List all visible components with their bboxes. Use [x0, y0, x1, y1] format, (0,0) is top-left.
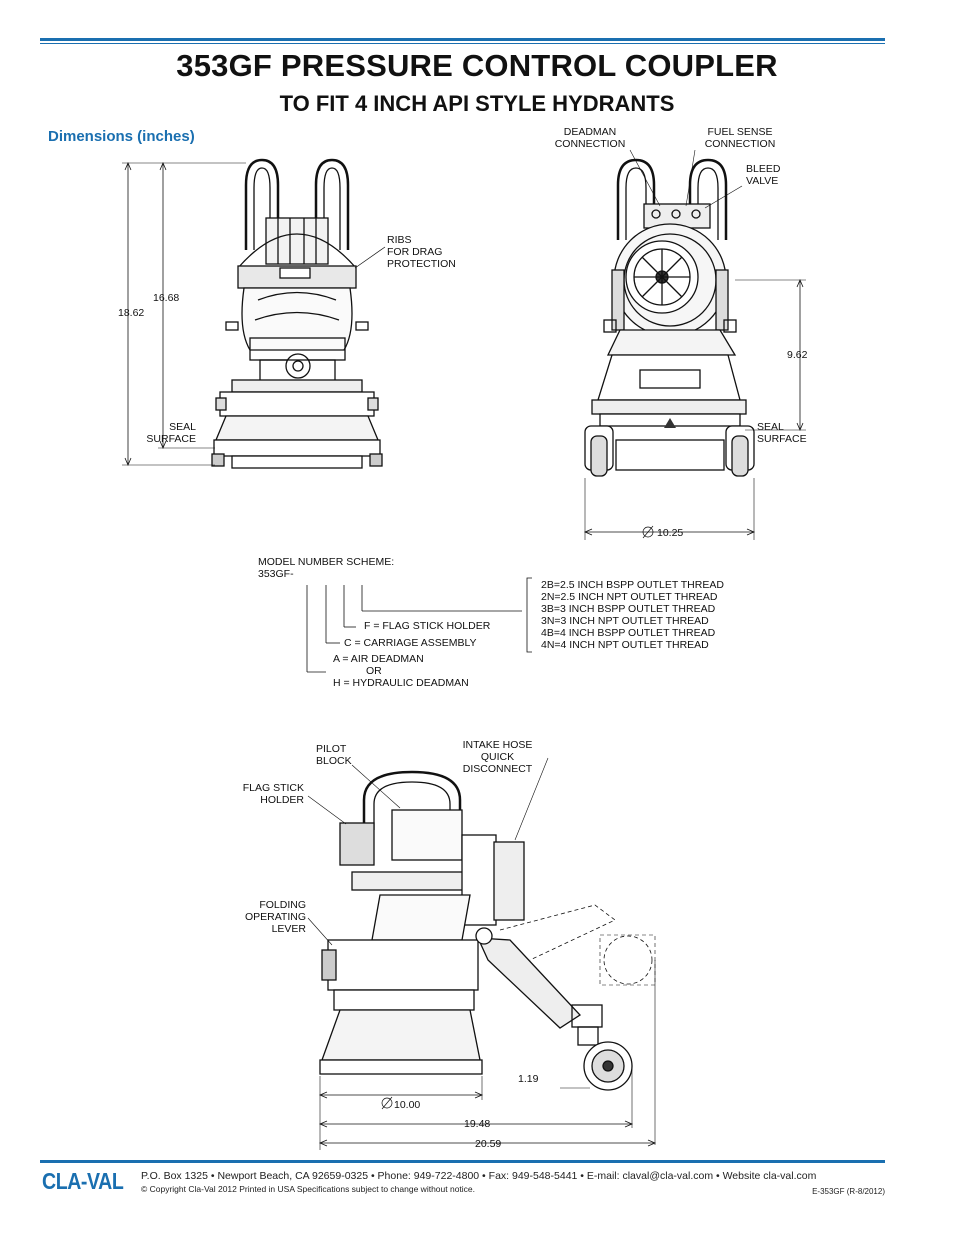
dim-20-59: 20.59 [475, 1138, 502, 1150]
folding-lever-label: FOLDING OPERATING LEVER [244, 899, 306, 935]
contact-line: P.O. Box 1325 • Newport Beach, CA 92659-… [141, 1170, 817, 1182]
ribs-label: RIBS FOR DRAG PROTECTION [387, 234, 456, 270]
model-scheme-lines [306, 577, 532, 673]
top-rule [40, 38, 885, 41]
copyright-line: © Copyright Cla-Val 2012 Printed in USA … [141, 1184, 476, 1194]
option-a: A = AIR DEADMAN [333, 653, 424, 665]
option-c: C = CARRIAGE ASSEMBLY [344, 637, 477, 649]
page-title: 353GF PRESSURE CONTROL COUPLER [176, 48, 778, 83]
pilot-block-label: PILOT BLOCK [316, 743, 352, 767]
model-prefix: 353GF- [258, 568, 294, 580]
side-view-drawing [583, 149, 806, 540]
thread-option: 4N=4 INCH NPT OUTLET THREAD [541, 639, 709, 651]
dim-10-25: 10.25 [657, 527, 684, 539]
dim-9-62: 9.62 [787, 349, 808, 361]
thread-options: 2B=2.5 INCH BSPP OUTLET THREAD 2N=2.5 IN… [541, 579, 724, 651]
option-h: H = HYDRAULIC DEADMAN [333, 677, 469, 689]
section-label: Dimensions (inches) [48, 128, 195, 145]
deadman-label: DEADMAN CONNECTION [554, 126, 626, 150]
option-f: F = FLAG STICK HOLDER [364, 620, 491, 632]
fuel-sense-label: FUEL SENSE CONNECTION [704, 126, 776, 150]
bottom-rule [40, 1160, 885, 1163]
document-code: E-353GF (R-8/2012) [812, 1187, 885, 1196]
thread-option: 3B=3 INCH BSPP OUTLET THREAD [541, 603, 716, 615]
cla-val-logo: CLA-VAL [42, 1168, 124, 1194]
page-subtitle: TO FIT 4 INCH API STYLE HYDRANTS [279, 91, 675, 116]
front-view-drawing [122, 158, 386, 469]
seal-surface-label-front: SEAL SURFACE [146, 421, 196, 445]
dim-16-68: 16.68 [153, 292, 180, 304]
dim-10-00: 10.00 [394, 1099, 421, 1111]
thread-option: 4B=4 INCH BSPP OUTLET THREAD [541, 627, 716, 639]
thread-option: 2N=2.5 INCH NPT OUTLET THREAD [541, 591, 718, 603]
seal-surface-label-side: SEAL SURFACE [757, 421, 807, 445]
dim-19-48: 19.48 [464, 1118, 491, 1130]
dim-18-62: 18.62 [118, 307, 145, 319]
thread-option: 2B=2.5 INCH BSPP OUTLET THREAD [541, 579, 724, 591]
bottom-view-drawing [307, 757, 657, 1150]
top-rule-thin [40, 43, 885, 44]
model-heading: MODEL NUMBER SCHEME: [258, 556, 395, 568]
flag-stick-label: FLAG STICK HOLDER [242, 782, 304, 806]
intake-hose-label: INTAKE HOSE QUICK DISCONNECT [462, 739, 533, 775]
option-or: OR [366, 665, 382, 677]
thread-option: 3N=3 INCH NPT OUTLET THREAD [541, 615, 709, 627]
dim-1-19: 1.19 [518, 1073, 539, 1085]
bleed-valve-label: BLEED VALVE [746, 163, 781, 187]
